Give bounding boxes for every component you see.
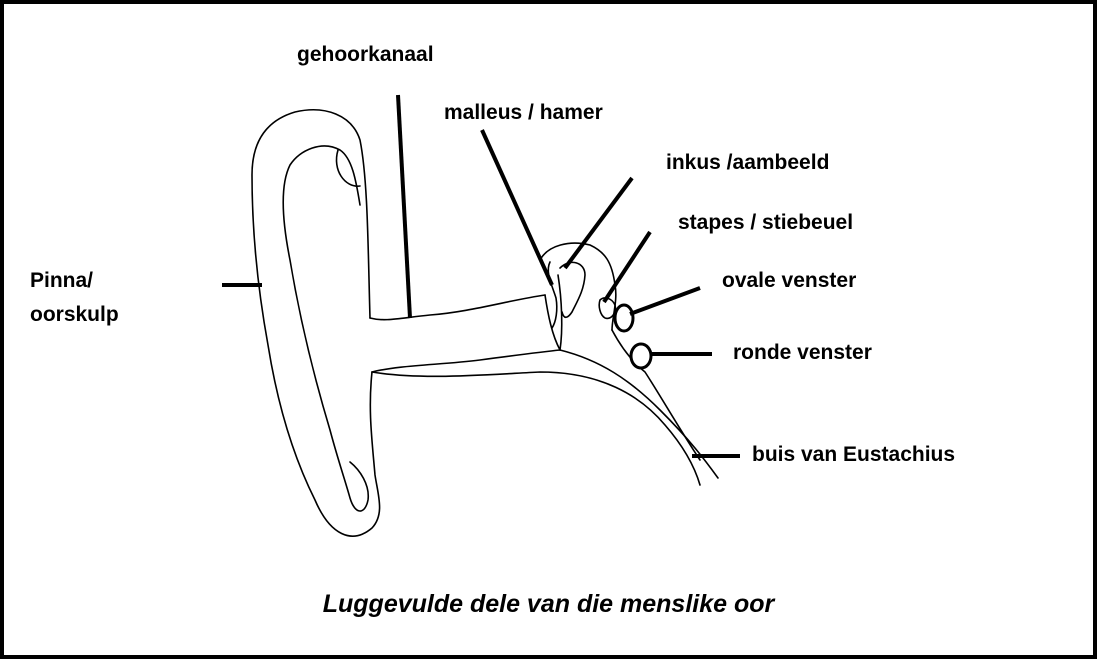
- oval-window-shape: [615, 305, 633, 331]
- round-window-shape: [631, 344, 651, 368]
- diagram-caption: Luggevulde dele van die menslike oor: [0, 590, 1097, 619]
- label-gehoorkanaal: gehoorkanaal: [297, 42, 434, 68]
- label-eustachius: buis van Eustachius: [752, 442, 955, 468]
- label-pinna-line2: oorskulp: [30, 302, 119, 328]
- pinna-helix-fold: [337, 150, 360, 186]
- incus-shape: [560, 262, 585, 317]
- label-malleus: malleus / hamer: [444, 100, 603, 126]
- label-stapes: stapes / stiebeuel: [678, 210, 853, 236]
- ear-outline: [252, 110, 718, 536]
- pointer-malleus: [482, 130, 552, 285]
- pointer-ovale: [630, 288, 700, 314]
- inner-wall: [612, 330, 700, 460]
- canal-lower: [372, 350, 560, 372]
- stapes-shape: [599, 298, 615, 318]
- pointer-gehoorkanaal: [398, 95, 410, 318]
- pointer-inkus: [565, 178, 632, 268]
- canal-upper: [370, 295, 545, 320]
- pointer-lines: [222, 95, 740, 456]
- label-ronde-venster: ronde venster: [733, 340, 872, 366]
- eustachian-lower: [372, 372, 700, 485]
- label-ovale-venster: ovale venster: [722, 268, 856, 294]
- eardrum: [545, 275, 562, 350]
- label-pinna-line1: Pinna/: [30, 268, 93, 294]
- label-inkus: inkus /aambeeld: [666, 150, 829, 176]
